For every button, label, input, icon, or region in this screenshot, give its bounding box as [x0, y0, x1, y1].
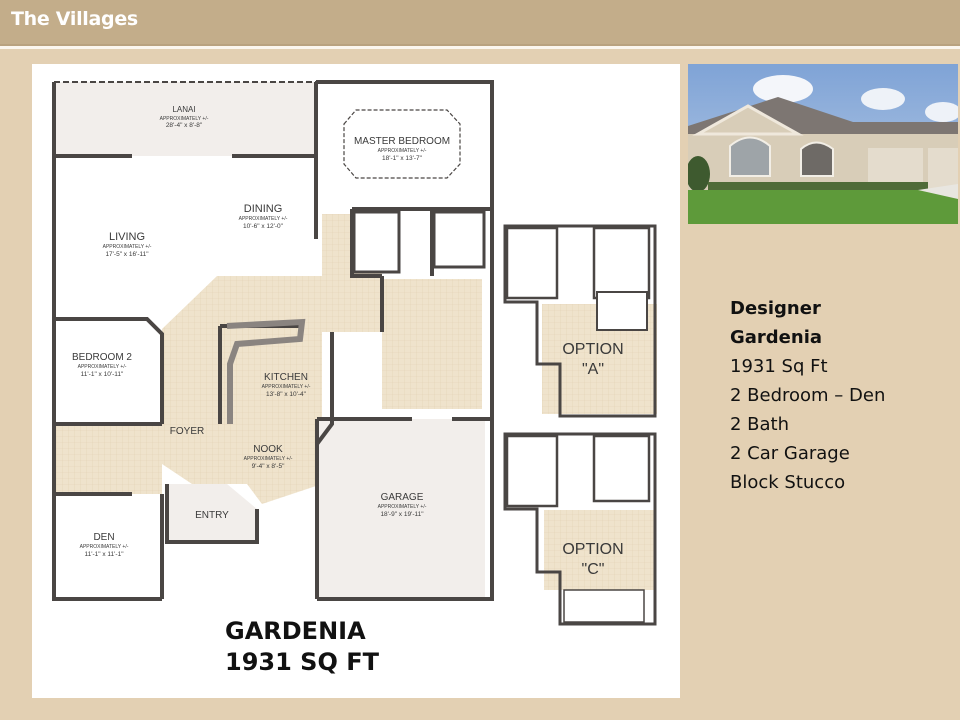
option-c-line2: "C"	[582, 561, 605, 578]
svg-text:18'-1" x 13'-7": 18'-1" x 13'-7"	[382, 155, 423, 162]
info-model-name: Gardenia	[730, 327, 823, 348]
svg-text:17'-5" x 16'-11": 17'-5" x 16'-11"	[105, 251, 149, 258]
svg-text:APPROXIMATELY +/-: APPROXIMATELY +/-	[244, 456, 293, 462]
plan-area: 1931 SQ FT	[225, 648, 379, 676]
room-garage-name: GARAGE	[381, 492, 424, 503]
room-foyer-name: FOYER	[170, 426, 204, 437]
info-sqft: 1931 Sq Ft	[730, 356, 828, 377]
svg-text:APPROXIMATELY +/-: APPROXIMATELY +/-	[80, 544, 129, 550]
room-nook-name: NOOK	[253, 444, 283, 455]
info-garage: 2 Car Garage	[730, 443, 850, 464]
svg-text:APPROXIMATELY +/-: APPROXIMATELY +/-	[262, 384, 311, 390]
svg-text:11'-1" x 10'-11": 11'-1" x 10'-11"	[81, 371, 124, 378]
room-den-name: DEN	[93, 532, 114, 543]
plan-name: GARDENIA	[225, 617, 366, 645]
info-construction: Block Stucco	[730, 472, 846, 493]
header-divider	[0, 46, 960, 49]
info-bedrooms: 2 Bedroom – Den	[730, 385, 886, 406]
plan-info: Designer Gardenia 1931 Sq Ft 2 Bedroom –…	[730, 294, 885, 497]
info-baths: 2 Bath	[730, 414, 790, 435]
svg-text:APPROXIMATELY +/-: APPROXIMATELY +/-	[103, 244, 152, 250]
svg-text:APPROXIMATELY +/-: APPROXIMATELY +/-	[378, 504, 427, 510]
svg-text:28'-4" x 8'-8": 28'-4" x 8'-8"	[166, 122, 203, 129]
info-designer: Designer	[730, 298, 821, 319]
svg-text:APPROXIMATELY +/-: APPROXIMATELY +/-	[378, 148, 427, 154]
header-bar: The Villages	[0, 0, 960, 46]
svg-text:18'-9" x 19'-11": 18'-9" x 19'-11"	[380, 511, 424, 518]
option-c-plan: OPTION "C"	[502, 432, 657, 626]
room-dining-name: DINING	[244, 203, 283, 215]
header-title: The Villages	[11, 8, 138, 30]
room-bedroom2-name: BEDROOM 2	[72, 352, 132, 363]
svg-text:9'-4" x 8'-5": 9'-4" x 8'-5"	[252, 463, 285, 470]
option-a-plan: OPTION "A"	[502, 224, 657, 419]
room-master-name: MASTER BEDROOM	[354, 136, 450, 147]
option-a-line2: "A"	[582, 361, 604, 378]
svg-text:APPROXIMATELY +/-: APPROXIMATELY +/-	[239, 216, 288, 222]
svg-text:13'-8" x 10'-4": 13'-8" x 10'-4"	[266, 391, 307, 398]
svg-text:11'-1" x 11'-1": 11'-1" x 11'-1"	[84, 551, 124, 558]
option-a-line1: OPTION	[562, 341, 623, 358]
svg-text:APPROXIMATELY +/-: APPROXIMATELY +/-	[160, 116, 209, 122]
room-entry-name: ENTRY	[195, 510, 229, 521]
option-c-line1: OPTION	[562, 541, 623, 558]
room-living-name: LIVING	[109, 231, 145, 243]
svg-text:10'-6" x 12'-0": 10'-6" x 12'-0"	[243, 223, 284, 230]
svg-text:APPROXIMATELY +/-: APPROXIMATELY +/-	[78, 364, 127, 370]
house-exterior-photo	[688, 64, 958, 224]
plan-title: GARDENIA 1931 SQ FT	[225, 616, 379, 678]
room-lanai-name: LANAI	[172, 105, 195, 114]
floorplan-drawing: LANAI APPROXIMATELY +/- 28'-4" x 8'-8" M…	[52, 80, 657, 626]
floorplan-panel: LANAI APPROXIMATELY +/- 28'-4" x 8'-8" M…	[32, 64, 680, 698]
room-kitchen-name: KITCHEN	[264, 372, 308, 383]
